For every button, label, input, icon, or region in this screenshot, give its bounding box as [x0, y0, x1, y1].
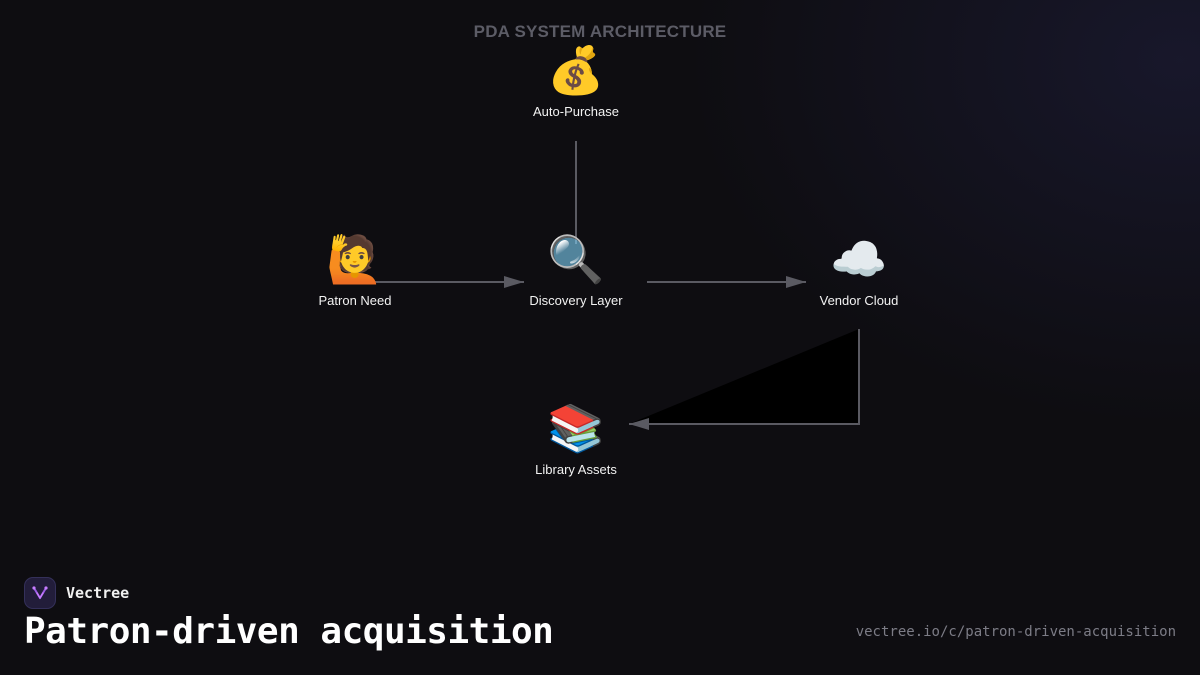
node-label: Library Assets — [535, 462, 617, 477]
node-auto-purchase: 💰 Auto-Purchase — [486, 40, 666, 119]
edge-vendor-to-library — [629, 329, 860, 430]
magnifying-glass-icon: 🔍 — [547, 232, 605, 286]
cloud-icon: ☁️ — [830, 232, 888, 286]
node-label: Discovery Layer — [529, 293, 623, 308]
node-vendor-cloud: ☁️ Vendor Cloud — [769, 229, 949, 308]
vectree-logo-icon — [24, 577, 56, 609]
brand-name: Vectree — [66, 584, 130, 602]
node-library-assets: 📚 Library Assets — [486, 398, 666, 477]
page-title: Patron-driven acquisition — [24, 611, 554, 652]
node-discovery-layer: 🔍 Discovery Layer — [486, 229, 666, 308]
node-label: Patron Need — [318, 293, 392, 308]
money-bag-icon: 💰 — [547, 43, 605, 97]
person-raising-hand-icon: 🙋 — [326, 232, 384, 286]
node-label: Vendor Cloud — [819, 293, 899, 308]
diagram-title: PDA SYSTEM ARCHITECTURE — [473, 22, 727, 41]
books-icon: 📚 — [547, 401, 605, 455]
brand: Vectree — [24, 577, 129, 609]
node-patron-need: 🙋 Patron Need — [265, 229, 445, 308]
page-url[interactable]: vectree.io/c/patron-driven-acquisition — [855, 624, 1176, 640]
node-label: Auto-Purchase — [533, 104, 619, 119]
